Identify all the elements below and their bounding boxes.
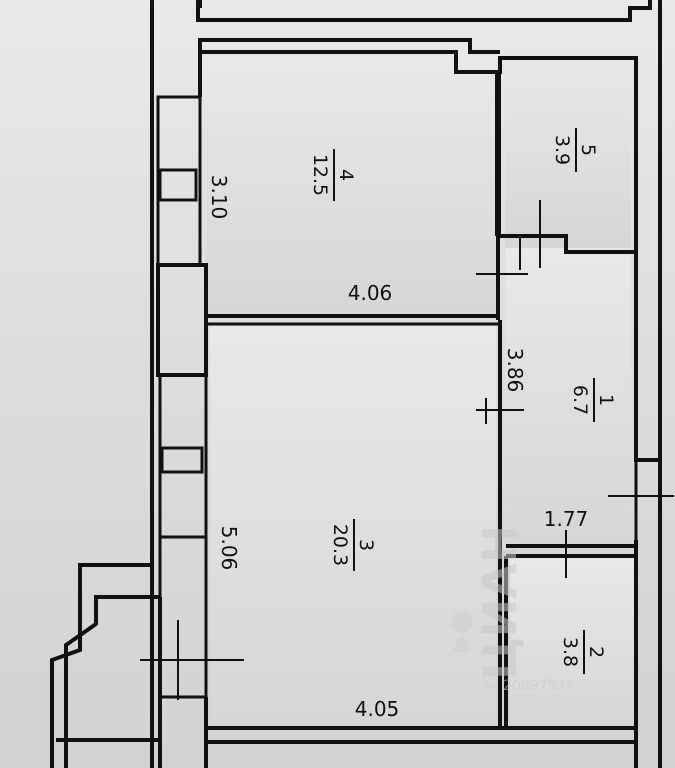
room-4-floor	[206, 58, 496, 316]
loggia-wall	[158, 597, 208, 768]
dim-corridor-length: 3.86	[503, 348, 527, 393]
room-1-floor	[505, 248, 631, 544]
window-1	[156, 95, 202, 267]
dim-room4-depth: 3.10	[207, 175, 231, 220]
room-3-area: 20.3	[329, 524, 351, 566]
room-5-area: 3.9	[551, 135, 573, 165]
room-1-label: 1 6.7	[569, 378, 617, 422]
window-4	[158, 535, 208, 699]
left-facade-inner	[198, 38, 500, 54]
room-2-area: 3.8	[559, 637, 581, 667]
window-1-sash	[158, 168, 198, 202]
room-1-number: 1	[595, 394, 617, 406]
room-3-label: 3 20.3	[329, 519, 377, 571]
watermark: ЦИАН № 2099753?	[451, 525, 573, 694]
top-wall	[196, 0, 652, 22]
room-1-area: 6.7	[569, 385, 591, 415]
room-3-number: 3	[355, 539, 377, 551]
watermark-id: № 2099753?	[484, 678, 573, 694]
dim-room4-width: 4.06	[348, 281, 393, 305]
bottom-wall-1	[206, 726, 636, 744]
room-2-floor	[510, 556, 634, 726]
window-3	[158, 373, 208, 539]
room-2-number: 2	[585, 646, 607, 658]
dim-corridor-width: 1.77	[544, 507, 589, 531]
room-4-number: 4	[335, 169, 357, 181]
loggia-inner	[64, 595, 160, 768]
room2-top-wall	[506, 544, 634, 558]
room-5-number: 5	[577, 144, 599, 156]
room-2-label: 2 3.8	[559, 630, 607, 674]
loggia-outline	[50, 563, 152, 768]
dim-room3-width: 4.05	[355, 697, 400, 721]
top-wall-inner	[150, 0, 202, 97]
window-2	[156, 263, 208, 377]
right-outer-wall	[640, 0, 662, 462]
dim-room3-depth: 5.06	[217, 526, 241, 571]
room-4-label: 4 12.5	[309, 149, 357, 201]
dimension-ticks	[140, 200, 674, 700]
room-4-area: 12.5	[309, 154, 331, 196]
window-3-sash	[160, 446, 204, 474]
dimension-labels: 4.06 3.10 3.86 1.77 5.06 4.05	[207, 175, 588, 721]
right-wall-lower	[634, 248, 662, 768]
room-5-floor	[505, 58, 631, 248]
room-floors	[206, 58, 634, 726]
walls	[50, 0, 662, 768]
room-labels: 4 12.5 5 3.9 1 6.7 3 20.3 2 3.8	[309, 128, 617, 674]
watermark-brand: ЦИАН	[473, 525, 527, 680]
room-5-label: 5 3.9	[551, 128, 599, 172]
room5-bottom-wall	[500, 234, 634, 254]
watermark-logo-icon	[451, 611, 473, 652]
